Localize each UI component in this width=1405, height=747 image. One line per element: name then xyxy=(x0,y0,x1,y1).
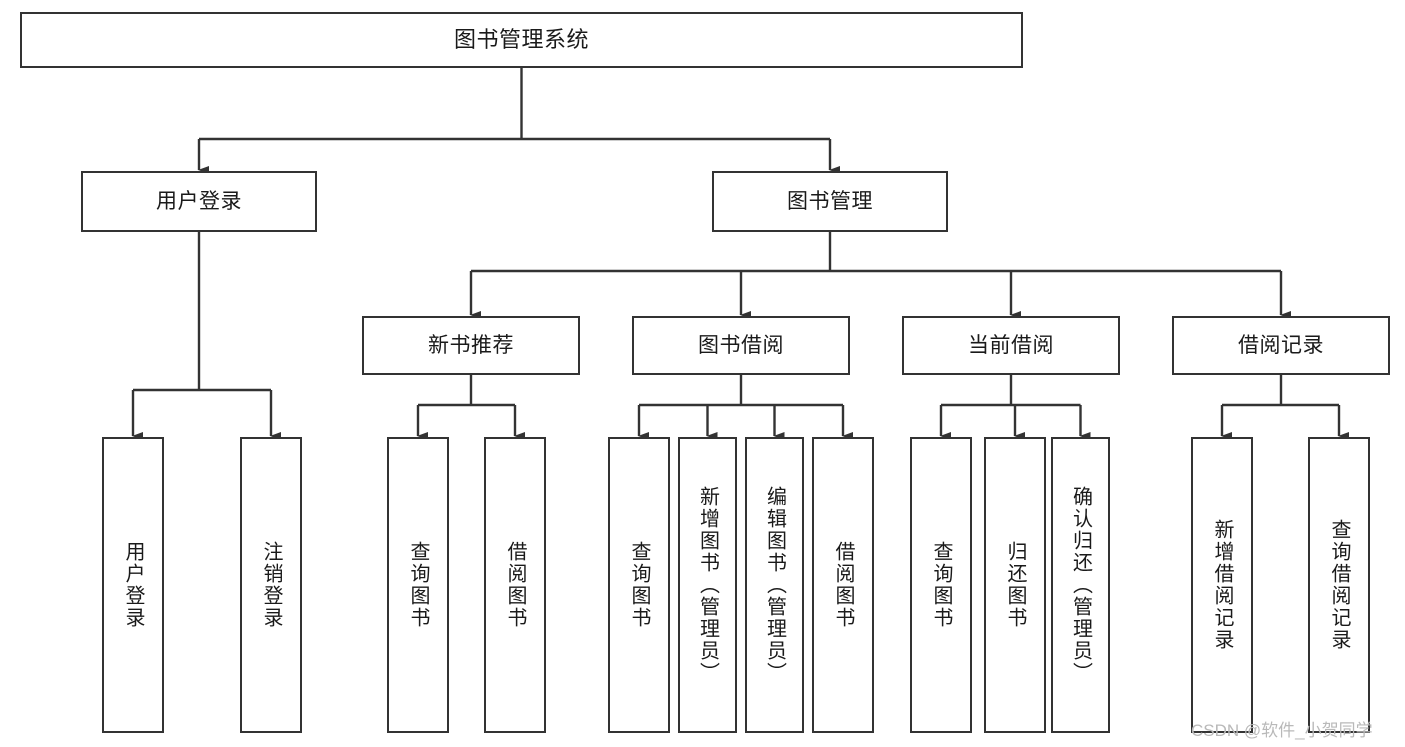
node-leaf-logout[interactable]: 注销登录 xyxy=(240,437,302,733)
node-label: 图书管理系统 xyxy=(453,26,589,52)
node-leaf-add-record[interactable]: 新增借阅记录 xyxy=(1191,437,1253,733)
node-label: 用户登录 xyxy=(156,189,242,213)
node-leaf-query-book-1[interactable]: 查询图书 xyxy=(387,437,449,733)
node-leaf-query-book-3[interactable]: 查询图书 xyxy=(910,437,972,733)
node-label: 借阅图书 xyxy=(504,541,526,629)
node-label: 确认归还（管理员） xyxy=(1069,486,1092,684)
node-book-borrow[interactable]: 图书借阅 xyxy=(632,316,850,375)
node-label: 查询图书 xyxy=(407,541,429,629)
node-label: 归还图书 xyxy=(1004,541,1026,629)
node-user-login[interactable]: 用户登录 xyxy=(81,171,317,232)
node-label: 查询图书 xyxy=(628,541,650,629)
node-label: 注销登录 xyxy=(260,541,282,629)
node-label: 当前借阅 xyxy=(968,333,1054,357)
node-leaf-borrow-book-1[interactable]: 借阅图书 xyxy=(484,437,546,733)
node-label: 新书推荐 xyxy=(428,333,514,357)
node-leaf-query-book-2[interactable]: 查询图书 xyxy=(608,437,670,733)
node-label: 借阅图书 xyxy=(832,541,854,629)
node-leaf-borrow-book-2[interactable]: 借阅图书 xyxy=(812,437,874,733)
node-root[interactable]: 图书管理系统 xyxy=(20,12,1023,68)
node-leaf-confirm-return[interactable]: 确认归还（管理员） xyxy=(1051,437,1110,733)
node-label: 查询图书 xyxy=(930,541,952,629)
node-book-manage[interactable]: 图书管理 xyxy=(712,171,948,232)
node-leaf-return-book[interactable]: 归还图书 xyxy=(984,437,1046,733)
node-leaf-user-login[interactable]: 用户登录 xyxy=(102,437,164,733)
node-leaf-query-record[interactable]: 查询借阅记录 xyxy=(1308,437,1370,733)
node-leaf-edit-book[interactable]: 编辑图书（管理员） xyxy=(745,437,804,733)
wire-group xyxy=(131,68,1349,440)
node-label: 新增借阅记录 xyxy=(1211,519,1233,651)
node-leaf-add-book[interactable]: 新增图书（管理员） xyxy=(678,437,737,733)
node-label: 查询借阅记录 xyxy=(1328,519,1350,651)
node-label: 借阅记录 xyxy=(1238,333,1324,357)
watermark: CSDN @软件_小贺同学 xyxy=(1191,721,1373,740)
node-label: 新增图书（管理员） xyxy=(696,486,719,684)
node-borrow-record[interactable]: 借阅记录 xyxy=(1172,316,1390,375)
node-label: 图书借阅 xyxy=(698,333,784,357)
node-current-borrow[interactable]: 当前借阅 xyxy=(902,316,1120,375)
node-label: 图书管理 xyxy=(787,189,873,213)
node-new-book-recommend[interactable]: 新书推荐 xyxy=(362,316,580,375)
node-label: 编辑图书（管理员） xyxy=(763,486,786,684)
node-label: 用户登录 xyxy=(122,541,144,629)
